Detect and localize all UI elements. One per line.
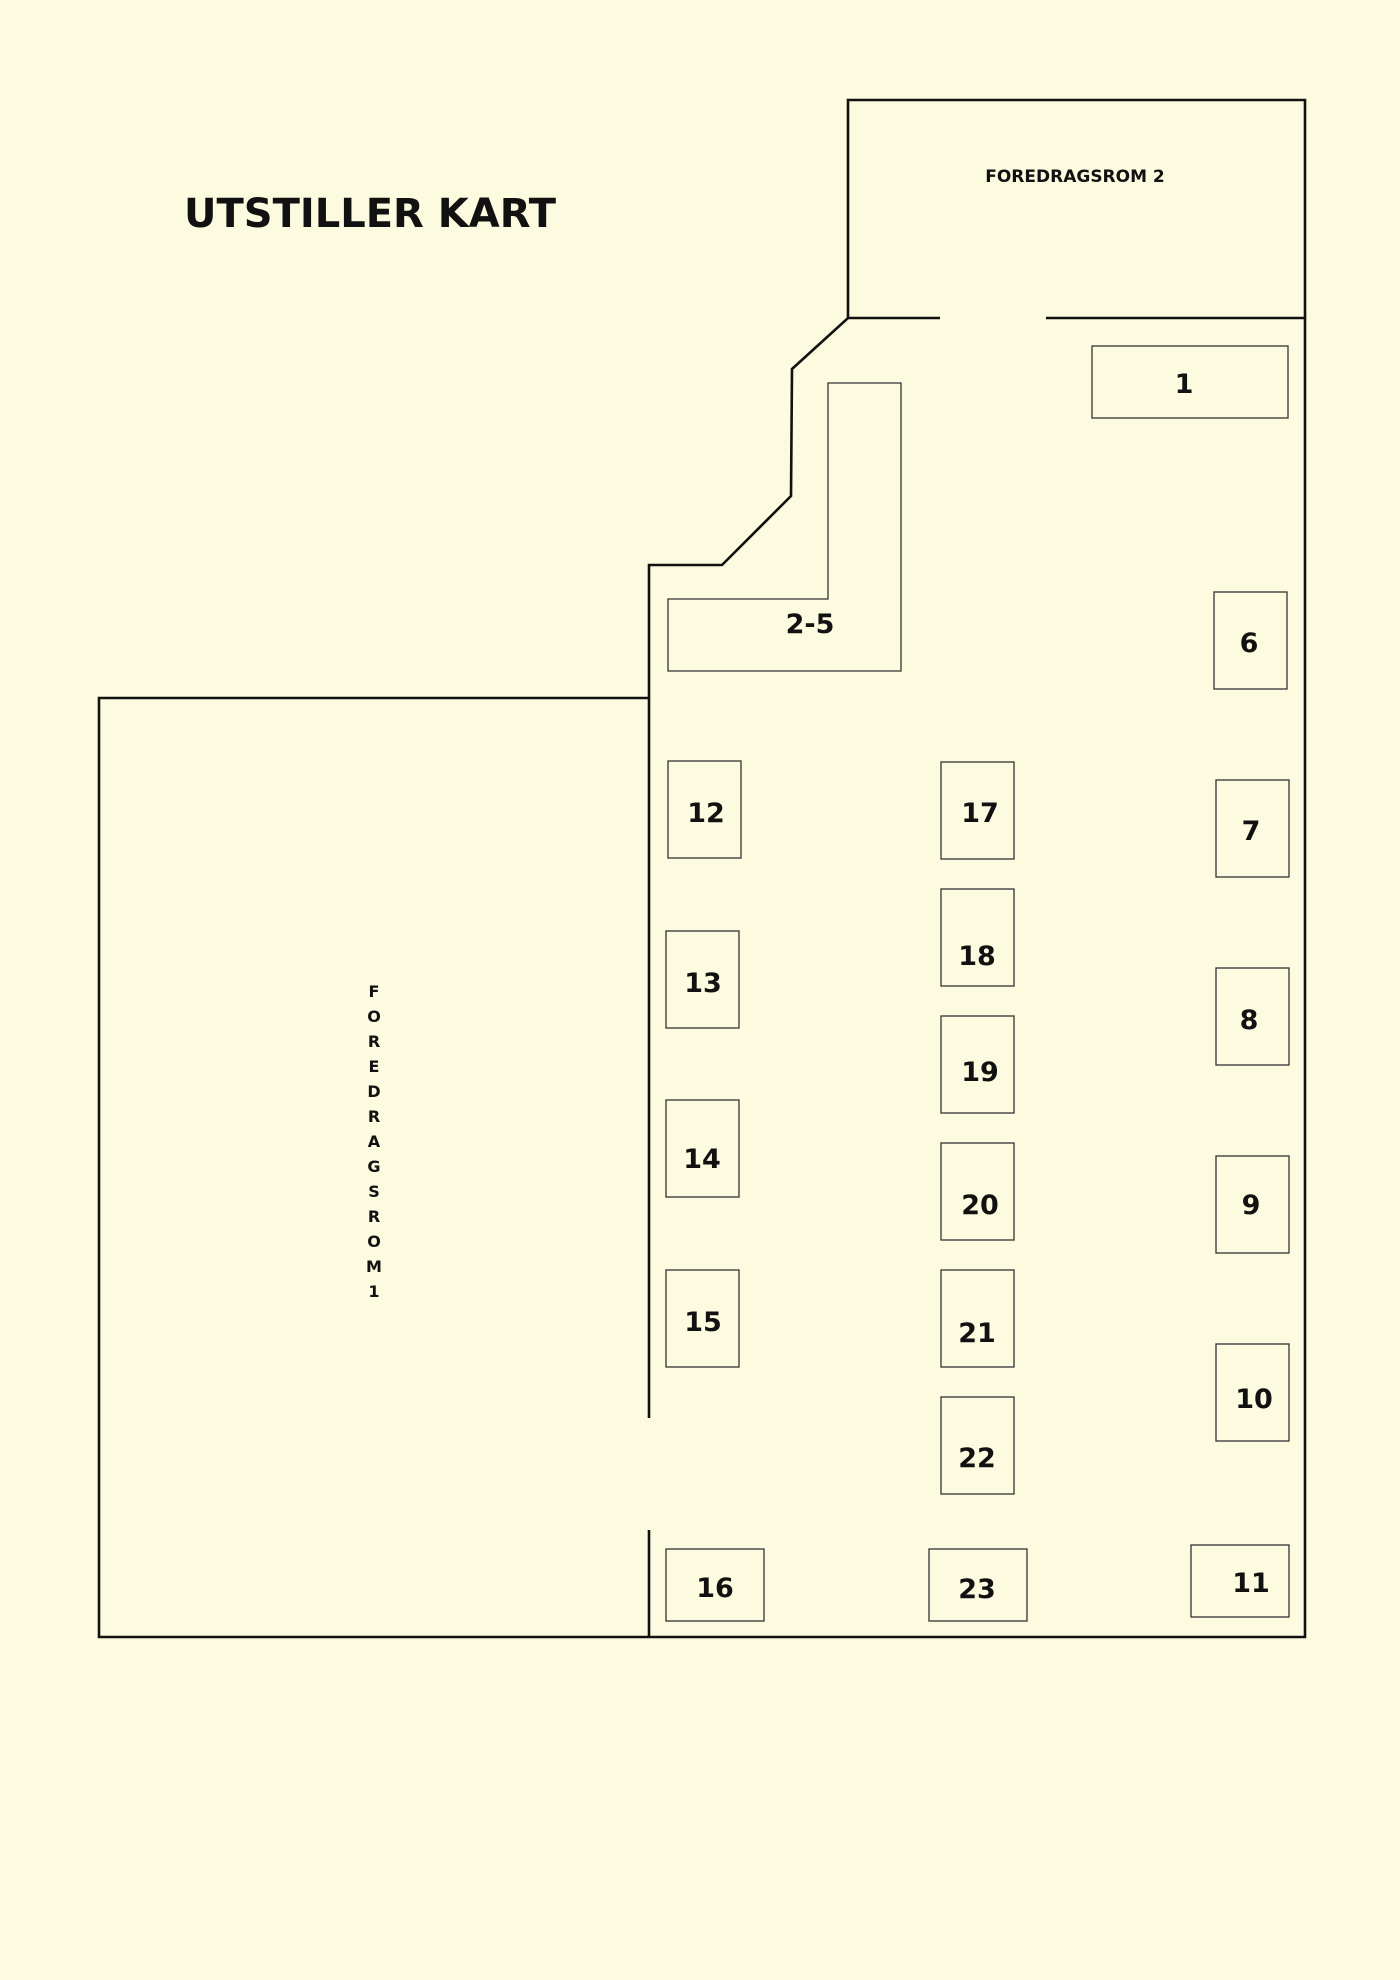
booth-22-label: 22 — [958, 1443, 996, 1474]
booth-23-box[interactable] — [928, 1548, 1028, 1622]
booth-15-label: 15 — [684, 1307, 722, 1338]
booth-2-5-label: 2-5 — [786, 609, 835, 640]
booth-6-label: 6 — [1240, 628, 1259, 659]
booth-14-box[interactable] — [665, 1099, 740, 1198]
room1-label-letter: F — [369, 982, 380, 1001]
room2-label: FOREDRAGSROM 2 — [985, 167, 1165, 187]
room1-label-letter: M — [366, 1257, 382, 1276]
hall-east-south-wall — [649, 316, 1307, 1639]
booth-15[interactable]: 15 — [665, 1269, 740, 1368]
booth-16[interactable]: 16 — [665, 1548, 765, 1622]
booth-8[interactable]: 8 — [1215, 967, 1290, 1066]
booth-18-label: 18 — [958, 941, 996, 972]
room1-label-letter: O — [367, 1007, 381, 1026]
booth-group: 1 2-5 6 7 8 9 10 11 — [665, 345, 1290, 1622]
booth-6-box[interactable] — [1213, 591, 1288, 690]
booth-14[interactable]: 14 — [665, 1099, 740, 1198]
booth-7[interactable]: 7 — [1215, 779, 1290, 878]
booth-11-box[interactable] — [1190, 1544, 1290, 1618]
booth-14-label: 14 — [683, 1144, 721, 1175]
booth-17-box[interactable] — [940, 761, 1015, 860]
booth-6[interactable]: 6 — [1213, 591, 1288, 690]
booth-11[interactable]: 11 — [1190, 1544, 1290, 1618]
booth-9-box[interactable] — [1215, 1155, 1290, 1254]
booth-17-label: 17 — [961, 798, 999, 829]
booth-23[interactable]: 23 — [928, 1548, 1028, 1622]
room1-label-letter: G — [367, 1157, 380, 1176]
booth-20[interactable]: 20 — [940, 1142, 1015, 1241]
booth-13-label: 13 — [684, 968, 722, 999]
room1-label-letter: S — [368, 1182, 380, 1201]
room1-wall — [97, 696, 651, 1639]
booth-19-label: 19 — [961, 1057, 999, 1088]
walls — [97, 98, 1307, 1639]
booth-12-box[interactable] — [667, 760, 742, 859]
booth-18[interactable]: 18 — [940, 888, 1015, 987]
booth-2-5[interactable]: 2-5 — [667, 382, 902, 672]
booth-7-box[interactable] — [1215, 779, 1290, 878]
booth-9-label: 9 — [1242, 1190, 1261, 1221]
room1-label-letter: R — [368, 1032, 380, 1051]
booth-1[interactable]: 1 — [1091, 345, 1289, 419]
booth-13-box[interactable] — [665, 930, 740, 1029]
booth-17[interactable]: 17 — [940, 761, 1015, 860]
booth-20-label: 20 — [961, 1190, 999, 1221]
booth-22-box[interactable] — [940, 1396, 1015, 1495]
booth-2-5-box[interactable] — [667, 382, 902, 672]
booth-15-box[interactable] — [665, 1269, 740, 1368]
map-title: UTSTILLER KART — [184, 191, 557, 237]
booth-21[interactable]: 21 — [940, 1269, 1015, 1368]
room1-label-letter: E — [369, 1057, 380, 1076]
room2-wall — [846, 98, 1307, 318]
booth-18-box[interactable] — [940, 888, 1015, 987]
booth-9[interactable]: 9 — [1215, 1155, 1290, 1254]
booth-22[interactable]: 22 — [940, 1396, 1015, 1495]
booth-12[interactable]: 12 — [667, 760, 742, 859]
booth-19[interactable]: 19 — [940, 1015, 1015, 1114]
booth-21-box[interactable] — [940, 1269, 1015, 1368]
booth-1-box[interactable] — [1091, 345, 1289, 419]
booth-10-label: 10 — [1235, 1384, 1273, 1415]
room1-label-letter: A — [368, 1132, 381, 1151]
booth-21-label: 21 — [958, 1318, 996, 1349]
booth-10-box[interactable] — [1215, 1343, 1290, 1442]
booth-12-label: 12 — [687, 798, 725, 829]
booth-11-label: 11 — [1232, 1568, 1270, 1599]
room1-label-letter: 1 — [368, 1282, 379, 1301]
booth-16-label: 16 — [696, 1573, 734, 1604]
booth-10[interactable]: 10 — [1215, 1343, 1290, 1442]
booth-16-box[interactable] — [665, 1548, 765, 1622]
booth-19-box[interactable] — [940, 1015, 1015, 1114]
booth-1-label: 1 — [1175, 369, 1194, 400]
room1-label-letter: D — [367, 1082, 380, 1101]
hall-west-wall-upper — [647, 316, 940, 697]
room1-label-letter: R — [368, 1207, 380, 1226]
booth-23-label: 23 — [958, 1574, 996, 1605]
booth-13[interactable]: 13 — [665, 930, 740, 1029]
room1-label-letter: O — [367, 1232, 381, 1251]
booth-20-box[interactable] — [940, 1142, 1015, 1241]
booth-8-label: 8 — [1240, 1005, 1259, 1036]
booth-7-label: 7 — [1242, 816, 1261, 847]
booth-8-box[interactable] — [1215, 967, 1290, 1066]
room1-label-letter: R — [368, 1107, 380, 1126]
